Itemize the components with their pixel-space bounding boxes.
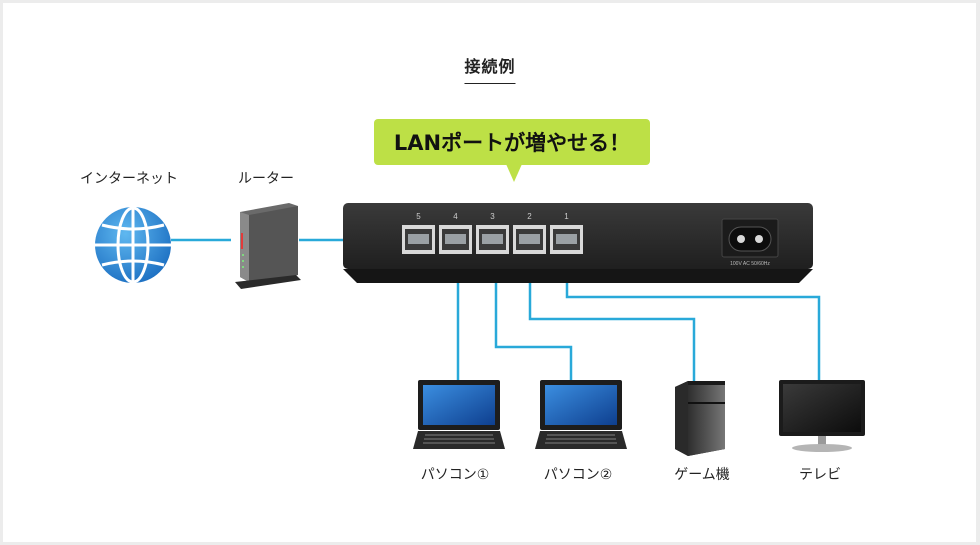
port-connector <box>556 234 577 244</box>
label-router: ルーター <box>238 171 294 187</box>
port-number: 4 <box>453 212 458 221</box>
port-connector <box>519 234 540 244</box>
diagram-title: 接続例 <box>464 53 516 84</box>
tv-icon <box>779 380 865 452</box>
label-pc1: パソコン① <box>421 467 490 483</box>
switch-icon: 5 4 3 2 1 100V AC 50/60Hz <box>343 203 813 283</box>
port-number: 3 <box>490 212 495 221</box>
label-pc2: パソコン② <box>544 467 613 483</box>
port-connector <box>408 234 429 244</box>
game-console-icon <box>675 381 725 456</box>
diagram-canvas: 接続例 LANポートが増やせる！ <box>3 3 976 542</box>
label-internet: インターネット <box>80 171 178 187</box>
switch-ports: 5 4 3 2 1 <box>402 212 583 254</box>
lan-port-2: 2 <box>513 212 546 254</box>
port-number: 2 <box>527 212 532 221</box>
lan-port-3: 3 <box>476 212 509 254</box>
lan-port-1: 1 <box>550 212 583 254</box>
router-icon <box>235 203 301 289</box>
port-connector <box>482 234 503 244</box>
port-number: 5 <box>416 212 421 221</box>
laptop-icon <box>413 380 505 449</box>
laptop-icon <box>535 380 627 449</box>
globe-icon <box>95 206 171 284</box>
lan-port-4: 4 <box>439 212 472 254</box>
port-connector <box>445 234 466 244</box>
cable-port3-pc2 <box>494 254 573 380</box>
callout-tail <box>506 164 522 182</box>
connection-diagram: 5 4 3 2 1 100V AC 50/60Hz <box>80 171 865 483</box>
label-game: ゲーム機 <box>674 467 730 483</box>
cable-port2-game <box>528 254 696 382</box>
callout-bubble: LANポートが増やせる！ <box>374 119 650 165</box>
port-number: 1 <box>564 212 569 221</box>
lan-port-5: 5 <box>402 212 435 254</box>
label-tv: テレビ <box>799 467 841 483</box>
power-label: 100V AC 50/60Hz <box>730 261 770 267</box>
power-inlet: 100V AC 50/60Hz <box>721 218 779 267</box>
